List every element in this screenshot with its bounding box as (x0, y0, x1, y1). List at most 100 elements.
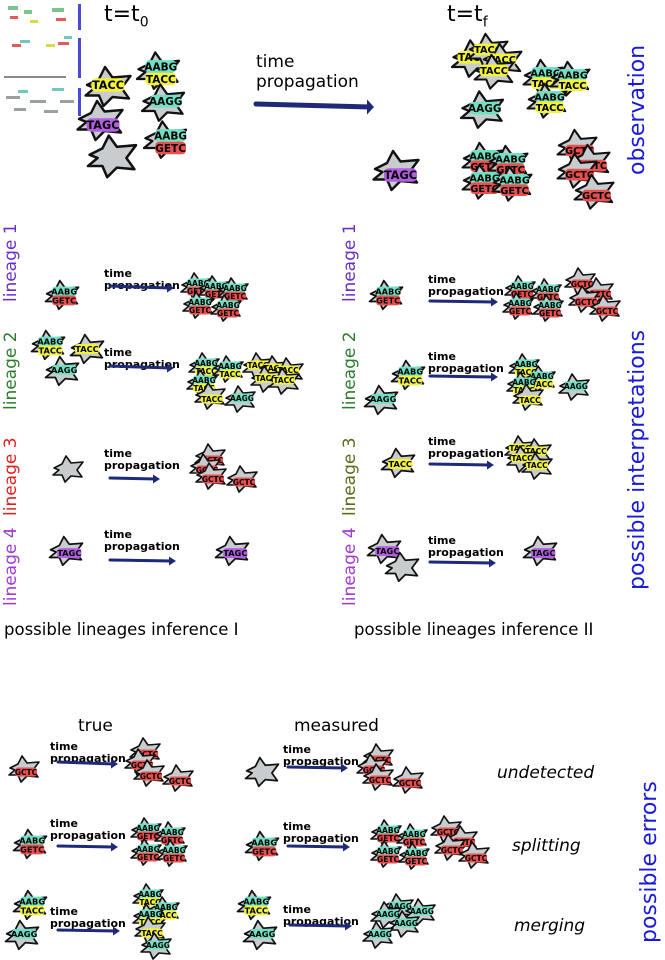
svg-text:TACC: TACC (515, 368, 537, 377)
svg-text:AABG: AABG (37, 337, 63, 347)
svg-text:GETC: GETC (137, 832, 159, 841)
svg-text:AABG: AABG (375, 287, 401, 297)
svg-text:AABG: AABG (534, 92, 565, 103)
svg-text:AABG: AABG (19, 836, 45, 846)
time-arrow (288, 921, 352, 931)
svg-text:GETC: GETC (155, 143, 186, 155)
barcode-tag: AABG (251, 837, 277, 848)
svg-text:TAGC: TAGC (57, 548, 81, 558)
svg-text:AAGG: AAGG (249, 929, 276, 939)
barcode-tag: AABG (469, 149, 500, 162)
svg-text:AABG: AABG (216, 301, 239, 310)
barcode-tag: TACC (244, 905, 269, 915)
barcode-tag: AABG (136, 823, 160, 833)
svg-text:AAGG: AAGG (149, 96, 183, 108)
barcode-tag: TACC (273, 375, 295, 385)
svg-text:GCTC: GCTC (589, 290, 612, 299)
svg-text:TAGC: TAGC (384, 169, 417, 182)
barcode-tag: GCTC (399, 778, 422, 788)
barcode-tag: AABG (186, 278, 210, 288)
barcode-tag: AAGG (410, 906, 434, 916)
barcode-tag: AAGG (370, 393, 397, 404)
caption-inference-2: possible lineages inference II (354, 620, 594, 639)
svg-text:AABG: AABG (499, 175, 530, 186)
svg-text:TACC: TACC (141, 929, 163, 938)
svg-text:AAGG: AAGG (564, 382, 588, 391)
svg-text:GCTC: GCTC (15, 768, 38, 777)
svg-text:GCTC: GCTC (437, 828, 460, 837)
barcode-tag: TACC (201, 394, 223, 404)
tf-subscript: f (482, 14, 488, 31)
time-arrow (108, 474, 160, 484)
time-arrow (286, 763, 348, 773)
tf-text: t=t (447, 2, 483, 27)
svg-text:AABG: AABG (508, 299, 531, 308)
barcode-tag: AABG (376, 825, 400, 835)
svg-text:GETC: GETC (161, 836, 183, 845)
svg-text:TACC: TACC (388, 459, 411, 469)
barcode-tag: GETC (224, 291, 246, 301)
cell-icon (244, 756, 280, 788)
barcode-tag: AAGG (51, 364, 78, 375)
svg-text:TACC: TACC (474, 45, 502, 56)
svg-text:GETC: GETC (163, 854, 185, 863)
caption-inference-1: possible lineages inference I (4, 620, 239, 639)
barcode-tag: AABG (404, 848, 428, 858)
svg-text:GCTC: GCTC (596, 307, 619, 316)
svg-text:TACC: TACC (195, 367, 217, 376)
svg-text:AABG: AABG (188, 298, 211, 307)
barcode-tag: TAGC (531, 548, 555, 558)
svg-text:AAGG: AAGG (368, 930, 392, 939)
barcode-tag: AABG (51, 286, 77, 297)
barcode-tag: AAGG (564, 381, 588, 391)
barcode-tag: AABG (218, 361, 242, 371)
barcode-tag: AABG (530, 66, 561, 79)
svg-text:AABG: AABG (162, 846, 185, 855)
error-kind-undetected: undetected (497, 763, 595, 783)
time-arrow (108, 283, 174, 293)
barcode-tag: TACC (145, 72, 177, 86)
barcode-tag: AAGG (11, 928, 38, 939)
svg-text:AABG: AABG (136, 824, 159, 833)
barcode-tag: GETC (376, 295, 401, 305)
barcode-tag: AABG (534, 90, 565, 103)
svg-text:TACC: TACC (247, 361, 269, 370)
barcode-tag: GCTC (15, 767, 38, 777)
svg-text:GETC: GETC (252, 846, 276, 856)
svg-text:AABG: AABG (144, 61, 177, 73)
barcode-tag: AABG (223, 283, 247, 293)
svg-text:GCTC: GCTC (582, 191, 611, 202)
svg-text:TACC: TACC (263, 364, 285, 373)
barcode-tag: GETC (405, 856, 427, 866)
barcode-tag: GETC (163, 853, 185, 863)
barcode-tag: AABG (536, 284, 560, 294)
barcode-tag: AAGG (230, 393, 254, 403)
svg-text:GETC: GETC (539, 309, 561, 318)
svg-text:AAGG: AAGG (11, 929, 38, 939)
barcode-tag: GCTC (140, 771, 163, 781)
svg-text:TACC: TACC (536, 103, 564, 114)
barcode-tag: TACC (38, 345, 63, 355)
tp-right-1: time propagation (428, 273, 504, 298)
time-arrow (56, 926, 120, 936)
svg-text:TACC: TACC (398, 375, 421, 385)
barcode-tag: AABG (499, 173, 530, 186)
barcode-tag: GCTC (465, 853, 488, 863)
barcode-tag: AAGG (368, 929, 392, 939)
barcode-tag: TAGC (375, 546, 399, 556)
svg-text:AABG: AABG (51, 287, 77, 297)
svg-text:TACC: TACC (277, 366, 299, 375)
barcode-tag: GCTC (596, 306, 619, 316)
barcode-tag: AAGG (149, 94, 183, 108)
svg-text:AABG: AABG (223, 284, 246, 293)
barcode-tag: TACC (519, 395, 541, 405)
barcode-tag: GETC (20, 844, 45, 854)
svg-text:TACC: TACC (201, 395, 223, 404)
svg-text:AABG: AABG (402, 830, 425, 839)
svg-text:GETC: GETC (377, 834, 399, 843)
barcode-tag: TACC (74, 343, 100, 354)
svg-text:TAGC: TAGC (223, 548, 247, 558)
svg-text:AABG: AABG (154, 130, 187, 142)
barcode-tag: TACC (479, 64, 509, 77)
